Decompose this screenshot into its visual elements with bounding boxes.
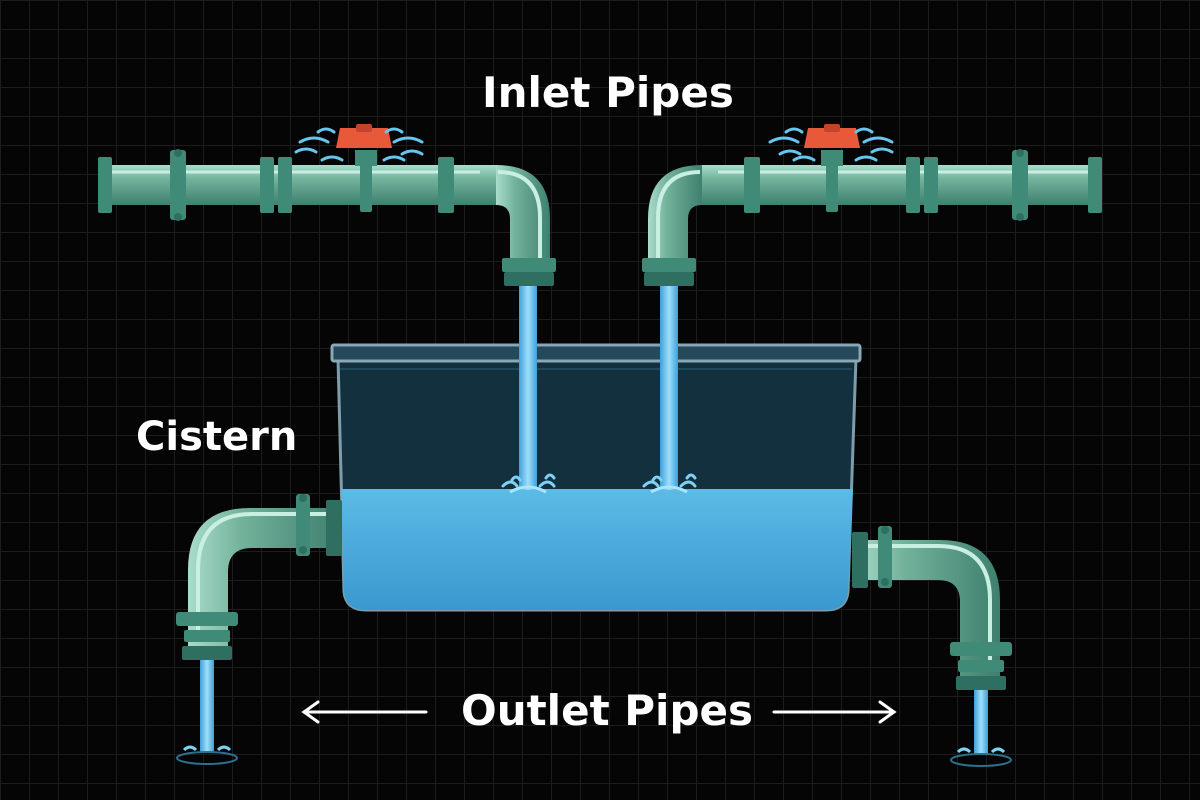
outlet-stream-right [950, 690, 1012, 767]
outlet-pipe-left [176, 494, 342, 660]
inlet-pipe-left [98, 149, 556, 286]
red-valve-handle-left [294, 124, 424, 166]
outlet-pipe-right [852, 526, 1012, 690]
inlet-pipe-right [642, 149, 1102, 286]
right-arrow-icon [772, 700, 897, 724]
inlet-stream-right [642, 285, 697, 494]
inlet-stream-left [501, 285, 556, 494]
outlet-stream-left [176, 660, 238, 765]
outlet-pipes-label: Outlet Pipes [461, 686, 753, 735]
tank-rim [330, 343, 862, 363]
inlet-pipes-label: Inlet Pipes [482, 68, 734, 117]
left-arrow-icon [301, 700, 428, 724]
red-valve-handle-right [768, 124, 894, 166]
cistern-label: Cistern [136, 414, 298, 460]
cistern-tank [330, 343, 862, 612]
tank-water [341, 489, 853, 610]
